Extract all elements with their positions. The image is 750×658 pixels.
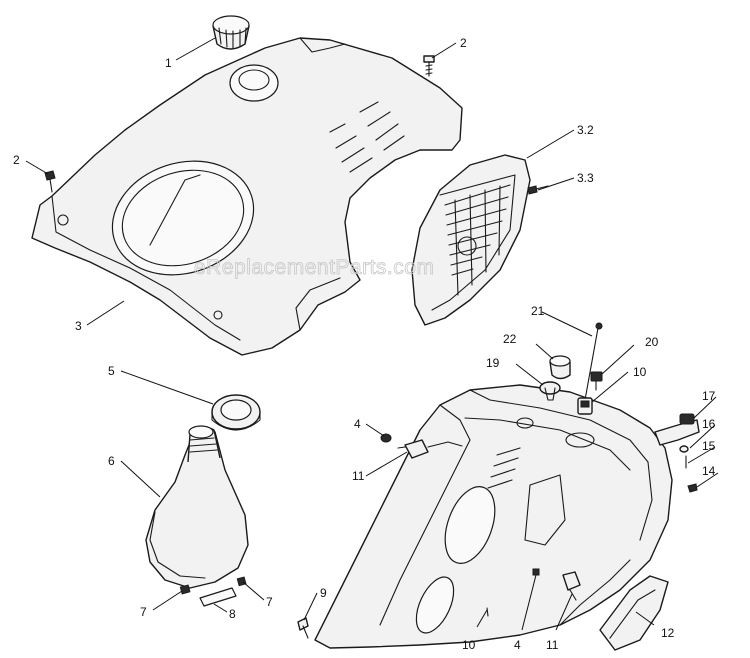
ignition-switch xyxy=(590,371,603,391)
callout-19: 19 xyxy=(486,356,500,370)
pin-lower xyxy=(486,607,489,617)
callout-11-upper: 11 xyxy=(352,469,365,483)
clip-left xyxy=(179,584,191,595)
watermark-text: eReplacementParts.com xyxy=(194,256,434,279)
screw-left xyxy=(44,170,56,193)
leader-lines xyxy=(25,37,719,631)
callout-10-upper: 10 xyxy=(633,365,647,379)
callout-10-lower: 10 xyxy=(462,638,476,652)
mounting-hole xyxy=(213,310,223,320)
callout-8: 8 xyxy=(229,607,236,621)
callout-22: 22 xyxy=(503,332,517,346)
callout-9: 9 xyxy=(320,586,327,600)
switch-body xyxy=(577,397,593,415)
callout-2-top: 2 xyxy=(460,36,467,50)
screw-side-panel xyxy=(527,185,549,195)
callout-4-lower: 4 xyxy=(514,638,521,652)
upper-housing-cover xyxy=(31,37,463,356)
callout-17: 17 xyxy=(702,389,716,403)
mounting-hole xyxy=(57,214,69,226)
callout-4-upper: 4 xyxy=(354,417,361,431)
bracket xyxy=(654,413,700,446)
washer xyxy=(679,445,689,453)
grommet-lower xyxy=(532,568,540,576)
grommet-ring xyxy=(211,394,261,431)
callout-16: 16 xyxy=(702,417,716,431)
bushing xyxy=(539,381,561,401)
callout-12: 12 xyxy=(661,626,675,640)
callout-1: 1 xyxy=(165,56,172,70)
fuel-tank xyxy=(145,425,249,589)
callout-11-lower: 11 xyxy=(546,638,559,652)
callout-7-right: 7 xyxy=(266,595,273,609)
callout-15: 15 xyxy=(702,439,716,453)
callout-14: 14 xyxy=(702,464,716,478)
callout-5: 5 xyxy=(108,364,115,378)
callout-6: 6 xyxy=(108,454,115,468)
knob-cap xyxy=(549,355,571,380)
callout-labels: 1 2 2 3 3.2 3.3 4 4 5 6 7 7 8 9 10 10 11… xyxy=(13,36,716,652)
callout-7-left: 7 xyxy=(140,605,147,619)
screw-top xyxy=(423,55,435,77)
callout-3: 3 xyxy=(75,319,82,333)
pin-bolt xyxy=(584,322,603,401)
callout-2-left: 2 xyxy=(13,153,20,167)
callout-20: 20 xyxy=(645,335,659,349)
callout-3-3: 3.3 xyxy=(577,171,594,185)
push-fastener xyxy=(297,617,309,639)
gas-cap xyxy=(212,15,250,50)
clip-fastener xyxy=(687,483,698,493)
lower-console-frame xyxy=(314,384,673,649)
clip-right xyxy=(236,576,247,587)
callout-3-2: 3.2 xyxy=(577,123,594,137)
callout-21: 21 xyxy=(531,304,545,318)
wire-connector-upper xyxy=(397,439,463,459)
grille-side-panel xyxy=(411,154,531,326)
bottom-skirt xyxy=(599,575,669,651)
wire-connector-lower xyxy=(562,571,581,601)
fuel-line xyxy=(199,587,237,607)
vent-slots xyxy=(329,101,405,173)
